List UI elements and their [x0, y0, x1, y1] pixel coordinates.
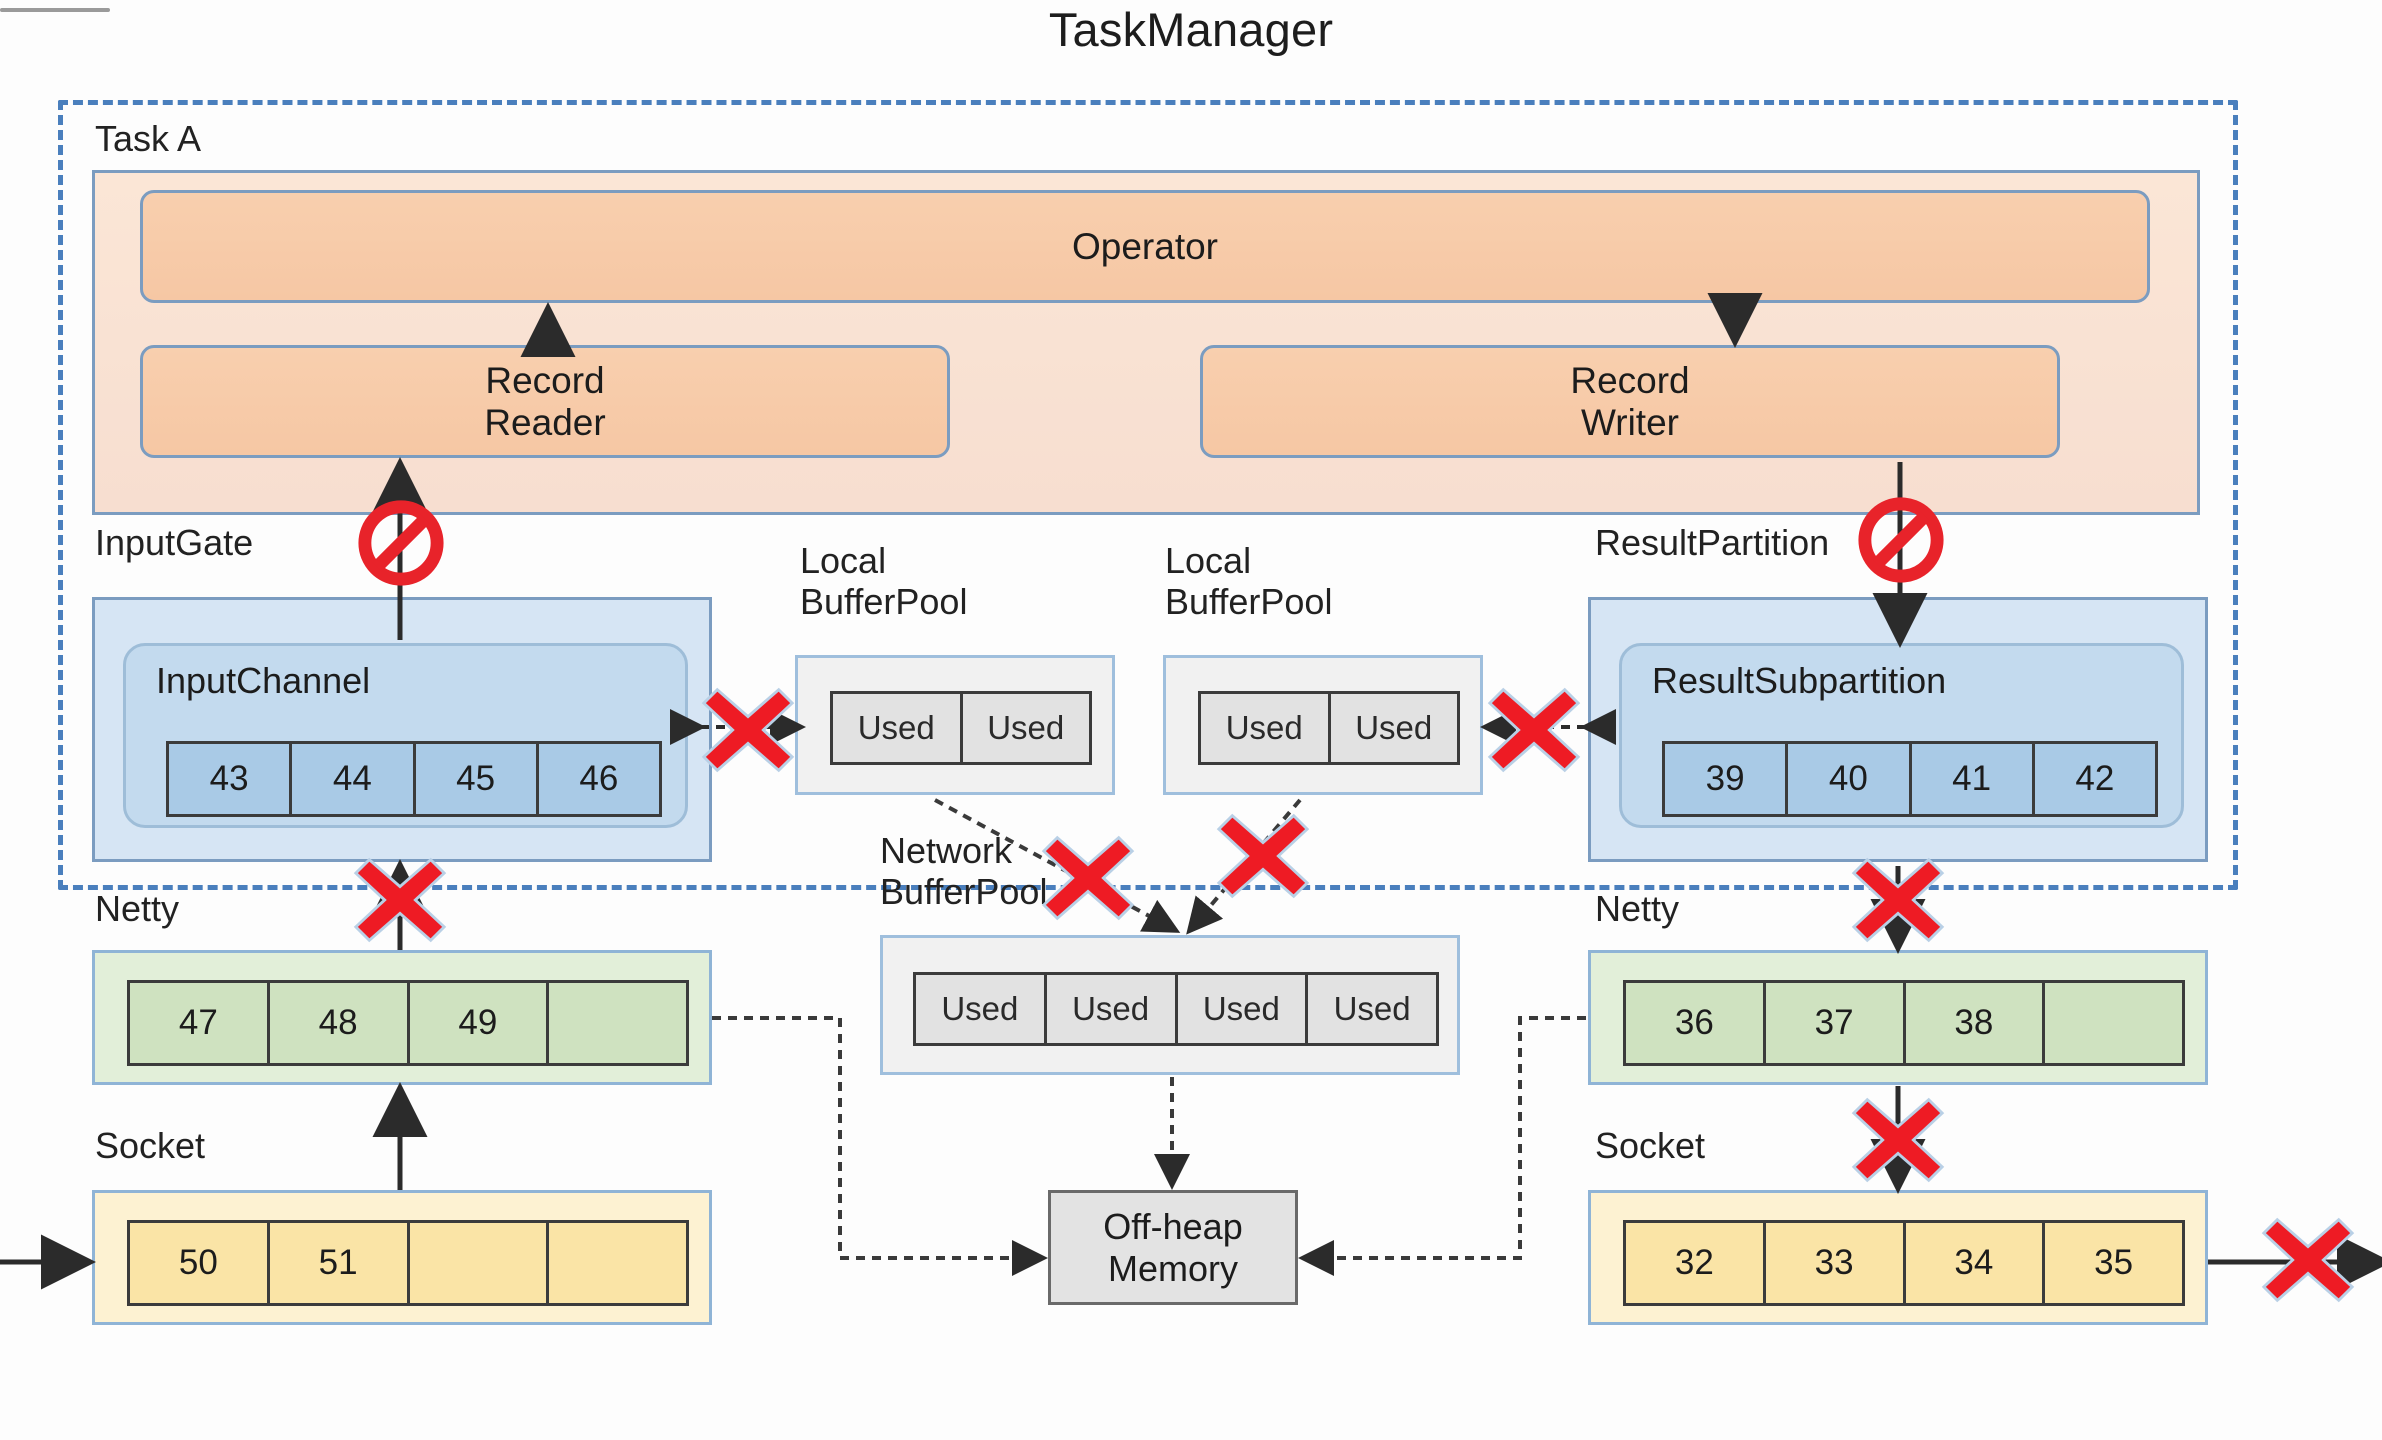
buffer-cell: Used — [962, 694, 1089, 762]
buffer-cell-empty — [549, 983, 686, 1063]
local-buffer-pool-right-buffers: Used Used — [1198, 691, 1460, 765]
input-channel-buffers: 43 44 45 46 — [166, 741, 662, 817]
buffer-cell: 42 — [2034, 744, 2155, 814]
buffer-cell: 37 — [1765, 983, 1906, 1063]
record-reader-box: Record Reader — [140, 345, 950, 458]
blocked-x-icon — [2260, 1212, 2356, 1308]
socket-right-label: Socket — [1595, 1125, 1706, 1166]
local-bufferpool-left-line2: BufferPool — [800, 581, 968, 623]
result-subpartition-box: ResultSubpartition 39 40 41 42 — [1619, 643, 2184, 828]
record-writer-line1: Record — [1570, 360, 1690, 402]
buffer-cell: 38 — [1905, 983, 2046, 1063]
buffer-cell: Used — [1308, 975, 1436, 1043]
input-gate-label: InputGate — [95, 522, 254, 563]
local-buffer-pool-left-buffers: Used Used — [830, 691, 1092, 765]
buffer-cell: 34 — [1905, 1223, 2046, 1303]
record-reader-line1: Record — [485, 360, 605, 402]
buffer-cell: 49 — [409, 983, 550, 1063]
no-entry-icon — [358, 500, 444, 586]
input-channel-box: InputChannel 43 44 45 46 — [123, 643, 688, 828]
result-subpartition-label: ResultSubpartition — [1652, 660, 1947, 701]
record-writer-line2: Writer — [1581, 401, 1679, 443]
input-channel-label: InputChannel — [156, 660, 371, 701]
socket-left-label: Socket — [95, 1125, 206, 1166]
result-subpartition-buffers: 39 40 41 42 — [1662, 741, 2158, 817]
record-reader-line2: Reader — [484, 401, 606, 443]
off-heap-memory-box: Off-heap Memory — [1048, 1190, 1298, 1305]
blocked-x-icon — [1215, 808, 1311, 904]
netty-right-box: 36 37 38 — [1588, 950, 2208, 1085]
buffer-cell: 46 — [538, 744, 659, 814]
buffer-cell: Used — [916, 975, 1047, 1043]
off-heap-line2: Memory — [1107, 1247, 1238, 1289]
buffer-cell: Used — [1177, 975, 1309, 1043]
buffer-cell: 50 — [130, 1223, 270, 1303]
blocked-x-icon — [352, 852, 448, 948]
buffer-cell: 36 — [1626, 983, 1766, 1063]
off-heap-line1: Off-heap — [1103, 1206, 1243, 1248]
operator-box: Operator — [140, 190, 2150, 303]
buffer-cell-empty — [549, 1223, 686, 1303]
buffer-cell: Used — [1330, 694, 1457, 762]
netty-left-box: 47 48 49 — [92, 950, 712, 1085]
socket-right-box: 32 33 34 35 — [1588, 1190, 2208, 1325]
netty-left-buffers: 47 48 49 — [127, 980, 689, 1066]
buffer-cell: Used — [1046, 975, 1178, 1043]
buffer-cell: 32 — [1626, 1223, 1766, 1303]
blocked-x-icon — [700, 682, 796, 778]
blocked-x-icon — [1850, 852, 1946, 948]
buffer-cell: 33 — [1765, 1223, 1906, 1303]
page-title: TaskManager — [1048, 3, 1334, 56]
task-a-label: Task A — [95, 118, 202, 159]
buffer-cell: 44 — [292, 744, 416, 814]
top-rule-artifact — [0, 8, 110, 12]
record-writer-box: Record Writer — [1200, 345, 2060, 458]
network-buffer-pool-box: Used Used Used Used — [880, 935, 1460, 1075]
netty-left-label: Netty — [95, 888, 180, 929]
local-bufferpool-right-line1: Local — [1165, 540, 1252, 581]
buffer-cell: 43 — [169, 744, 293, 814]
socket-right-buffers: 32 33 34 35 — [1623, 1220, 2185, 1306]
buffer-cell: 48 — [269, 983, 410, 1063]
no-entry-icon — [1858, 497, 1944, 583]
network-bufferpool-line1: Network — [880, 830, 1013, 871]
network-bufferpool-line2: BufferPool — [880, 871, 1048, 913]
buffer-cell-empty — [2045, 983, 2182, 1063]
local-bufferpool-left-line1: Local — [800, 540, 887, 581]
buffer-cell: 40 — [1788, 744, 1912, 814]
buffer-cell: 51 — [269, 1223, 410, 1303]
socket-left-box: 50 51 — [92, 1190, 712, 1325]
buffer-cell: Used — [1201, 694, 1331, 762]
buffer-cell: 47 — [130, 983, 270, 1063]
network-buffer-pool-label: Network BufferPool — [880, 830, 1047, 912]
buffer-cell: 35 — [2045, 1223, 2182, 1303]
buffer-cell-empty — [409, 1223, 550, 1303]
local-bufferpool-right-line2: BufferPool — [1165, 581, 1333, 623]
buffer-cell: Used — [833, 694, 963, 762]
buffer-cell: 41 — [1911, 744, 2035, 814]
socket-left-buffers: 50 51 — [127, 1220, 689, 1306]
input-gate-container: InputChannel 43 44 45 46 — [92, 597, 712, 862]
local-buffer-pool-right-label: Local BufferPool — [1165, 540, 1332, 622]
netty-right-buffers: 36 37 38 — [1623, 980, 2185, 1066]
network-buffer-pool-buffers: Used Used Used Used — [913, 972, 1439, 1046]
netty-right-label: Netty — [1595, 888, 1680, 929]
result-partition-container: ResultSubpartition 39 40 41 42 — [1588, 597, 2208, 862]
blocked-x-icon — [1486, 682, 1582, 778]
local-buffer-pool-right-box: Used Used — [1163, 655, 1483, 795]
result-partition-label: ResultPartition — [1595, 522, 1830, 563]
buffer-cell: 45 — [415, 744, 539, 814]
blocked-x-icon — [1040, 830, 1136, 926]
buffer-cell: 39 — [1665, 744, 1789, 814]
local-buffer-pool-left-box: Used Used — [795, 655, 1115, 795]
local-buffer-pool-left-label: Local BufferPool — [800, 540, 967, 622]
blocked-x-icon — [1850, 1092, 1946, 1188]
